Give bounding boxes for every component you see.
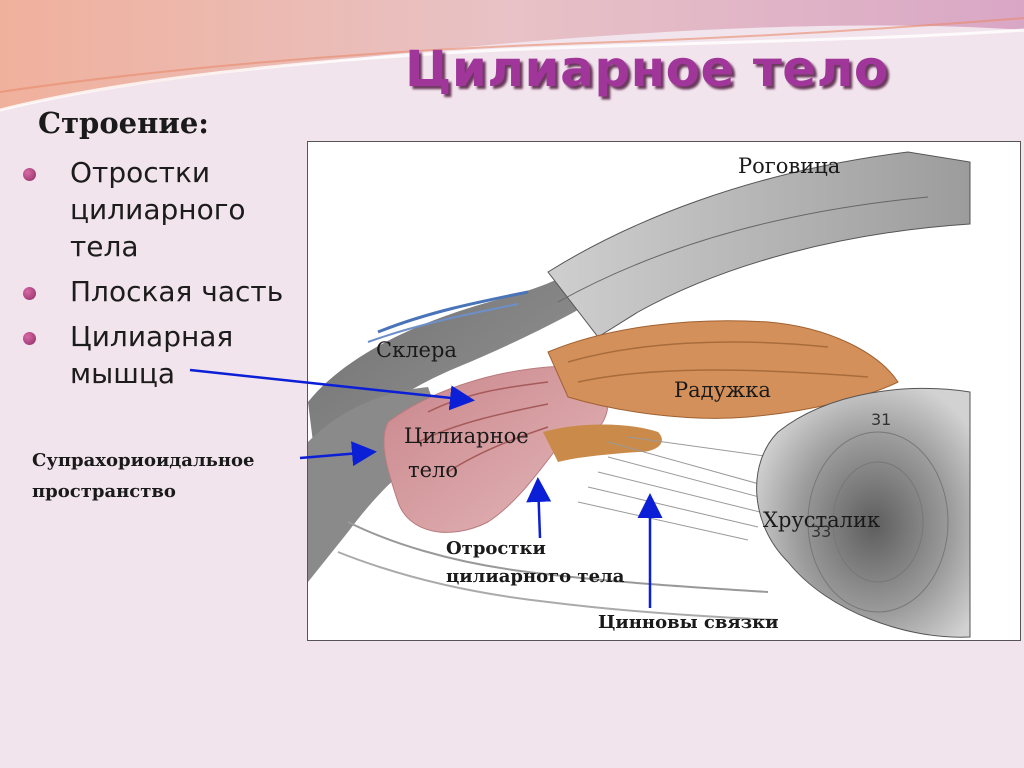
label-lens: Хрусталик: [763, 508, 881, 532]
label-iris: Радужка: [674, 378, 771, 402]
bullet-line: тела: [70, 230, 139, 263]
label-number-33: 33: [811, 522, 832, 541]
bullet-icon: [23, 287, 36, 300]
list-item: Цилиарная мышца: [20, 318, 283, 392]
label-processes-2: цилиарного тела: [446, 566, 625, 587]
sclera-shape: [308, 257, 608, 482]
bullet-line: Отростки: [70, 156, 211, 189]
list-item: Плоская часть: [20, 273, 283, 310]
lens-shape: [756, 387, 971, 638]
label-number-31: 31: [871, 410, 892, 429]
cornea-shape: [547, 151, 971, 338]
label-ciliary-body-1: Цилиарное: [404, 424, 529, 448]
label-suprachoroidal-1: Супрахориоидальное: [32, 450, 255, 471]
list-item: Отростки цилиарного тела: [20, 154, 283, 265]
bullet-line: цилиарного: [70, 193, 246, 226]
bullet-line: мышца: [70, 357, 176, 390]
label-suprachoroidal-2: пространство: [32, 481, 176, 502]
eye-illustration-frame: Роговица Склера Радужка Цилиарное тело Х…: [307, 141, 1021, 641]
ciliary-process-shape: [543, 424, 662, 462]
structure-list: Отростки цилиарного тела Плоская часть Ц…: [20, 154, 283, 400]
bullet-icon: [23, 168, 36, 181]
page-title: Цилиарное тело: [405, 40, 889, 98]
bullet-line: Плоская часть: [70, 275, 284, 308]
label-ciliary-body-2: тело: [408, 458, 459, 482]
label-sclera: Склера: [376, 338, 457, 362]
bullet-line: Цилиарная: [70, 320, 234, 353]
label-cornea: Роговица: [738, 154, 841, 178]
label-zonules: Цинновы связки: [598, 612, 779, 633]
label-processes-1: Отростки: [446, 538, 546, 559]
eye-illustration: [308, 151, 971, 638]
bullet-icon: [23, 332, 36, 345]
structure-heading: Строение:: [38, 106, 210, 140]
